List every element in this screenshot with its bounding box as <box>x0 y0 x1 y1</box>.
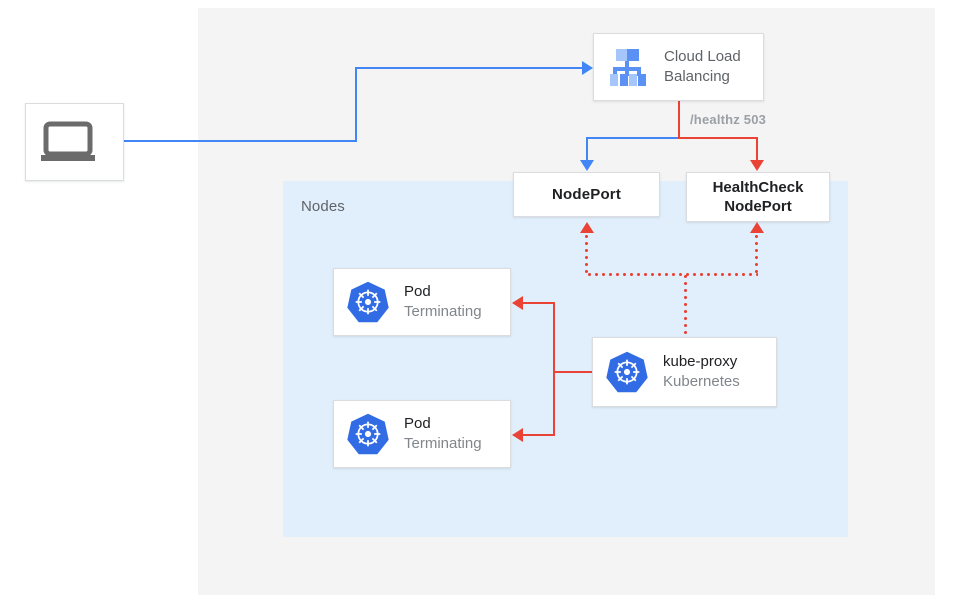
pod-text: Pod Terminating <box>404 282 482 322</box>
edge-kubeproxy-to-pods-stem <box>553 371 593 373</box>
healthcheck-nodeport-card[interactable]: HealthCheck NodePort <box>686 172 830 222</box>
arrowhead-dotted-to-nodeport <box>580 222 594 233</box>
pod-title: Pod <box>404 415 431 432</box>
edge-client-to-lb-horizontal-lower <box>124 140 357 142</box>
edge-lb-to-healthcheck-vertical <box>756 137 758 162</box>
edge-kubeproxy-dotted-bus <box>586 273 758 276</box>
kubernetes-icon <box>605 350 649 394</box>
nodes-region-label: Nodes <box>301 198 345 215</box>
pod-card[interactable]: Pod Terminating <box>333 400 511 468</box>
nodeport-card[interactable]: NodePort <box>513 172 660 217</box>
kube-proxy-card[interactable]: kube-proxy Kubernetes <box>592 337 777 407</box>
kubernetes-icon <box>346 412 390 456</box>
edge-kubeproxy-dotted-vertical <box>684 273 687 339</box>
kubernetes-icon <box>346 280 390 324</box>
arrowhead-dotted-to-healthcheck-nodeport <box>750 222 764 233</box>
edge-lb-to-nodeport-vertical <box>586 137 588 162</box>
pod-status: Terminating <box>404 303 482 320</box>
edge-client-to-lb-horizontal-upper <box>355 67 583 69</box>
healthz-edge-label: /healthz 503 <box>690 112 767 127</box>
edge-lb-to-nodeport-horizontal <box>586 137 680 139</box>
arrowhead-to-pod-1 <box>512 296 523 310</box>
pod-status: Terminating <box>404 435 482 452</box>
pod-text: Pod Terminating <box>404 414 482 454</box>
cloud-load-balancing-card[interactable]: Cloud Load Balancing <box>593 33 764 101</box>
edge-dotted-to-healthcheck-vertical <box>755 233 758 274</box>
laptop-icon <box>40 121 96 163</box>
cloud-load-balancing-text: Cloud Load Balancing <box>664 47 741 87</box>
edge-lb-down-stem <box>678 101 680 139</box>
cloud-load-balancing-title-line-2: Balancing <box>664 68 730 85</box>
cloud-load-balancing-title-line-1: Cloud Load <box>664 48 741 65</box>
edge-to-pod-2-horizontal <box>523 434 555 436</box>
arrowhead-to-pod-2 <box>512 428 523 442</box>
edge-lb-to-healthcheck-horizontal <box>678 137 758 139</box>
nodeport-label: NodePort <box>551 186 622 203</box>
kube-proxy-subtitle: Kubernetes <box>663 373 740 390</box>
arrowhead-to-healthcheck-nodeport <box>750 160 764 171</box>
kube-proxy-text: kube-proxy Kubernetes <box>663 352 740 392</box>
edge-client-to-lb-vertical <box>355 67 357 142</box>
kube-proxy-title: kube-proxy <box>663 353 738 370</box>
healthcheck-nodeport-text: HealthCheck NodePort <box>687 178 829 216</box>
edge-dotted-to-nodeport-vertical <box>585 233 588 274</box>
arrowhead-to-cloud-load-balancing <box>582 61 593 75</box>
edge-kubeproxy-to-pods-spine <box>553 302 555 435</box>
edge-to-pod-1-horizontal <box>523 302 555 304</box>
pod-card[interactable]: Pod Terminating <box>333 268 511 336</box>
cloud-load-balancing-icon <box>604 44 650 90</box>
pod-title: Pod <box>404 283 431 300</box>
arrowhead-to-nodeport <box>580 160 594 171</box>
healthcheck-nodeport-label-line-2: NodePort <box>724 198 792 215</box>
healthcheck-nodeport-label-line-1: HealthCheck <box>712 179 804 196</box>
client-card[interactable] <box>25 103 124 181</box>
